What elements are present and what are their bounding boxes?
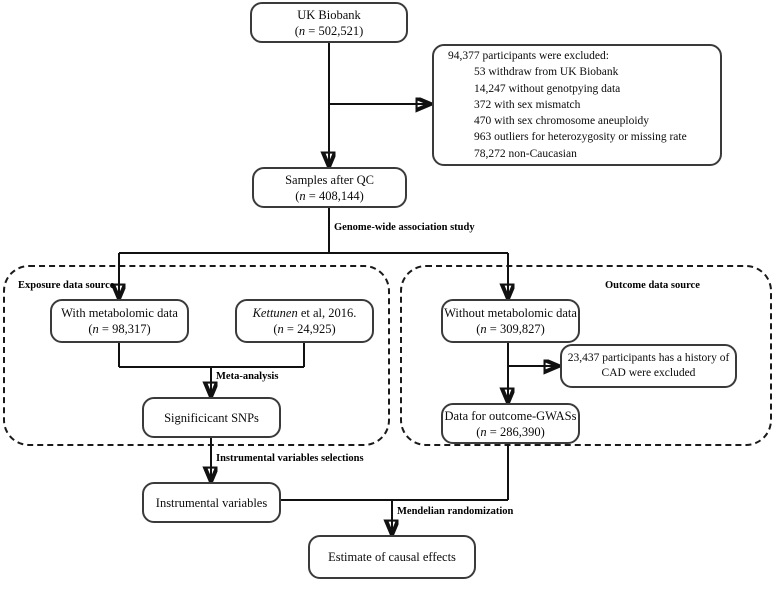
exclusion-line-1: 53 withdraw from UK Biobank [474,66,619,79]
node-instrumental-variables-line1: Instrumental variables [155,495,268,510]
node-outcome-gwas-data[interactable]: Data for outcome-GWASs (n = 286,390) [441,403,580,444]
node-exclusion-criteria[interactable]: 94,377 participants were excluded: 53 wi… [432,44,722,166]
node-without-metabolomic-line2: (n = 309,827) [476,322,545,336]
node-outcome-gwas-line1: Data for outcome-GWASs [444,408,577,423]
node-with-metabolomic-data[interactable]: With metabolomic data (n = 98,317) [50,299,189,343]
exclusion-line-6: 78,272 non-Caucasian [474,147,577,160]
node-cad-excluded-line1: 23,437 participants has a history of [567,352,730,365]
node-estimate-causal-line1: Estimate of causal effects [328,550,456,564]
node-kettunen-line2: (n = 24,925) [273,322,336,336]
node-with-metabolomic-line2: (n = 98,317) [88,322,151,336]
exclusion-line-5: 963 outliers for heterozygosity or missi… [474,131,687,144]
node-samples-after-qc[interactable]: Samples after QC (n = 408,144) [252,167,407,208]
outcome-region-label: Outcome data source [605,280,700,291]
node-significant-snps[interactable]: Significicant SNPs [142,397,281,438]
node-cad-excluded-line2: CAD were excluded [601,367,696,379]
exclusion-line-0: 94,377 participants were excluded: [448,49,609,62]
edge-label-meta-analysis: Meta-analysis [216,371,279,382]
node-significant-snps-line1: Significicant SNPs [164,410,259,425]
node-kettunen-2016[interactable]: Kettunen et al, 2016. (n = 24,925) [235,299,374,343]
node-cad-excluded[interactable]: 23,437 participants has a history of CAD… [560,344,737,388]
exclusion-line-2: 14,247 without genotpying data [474,82,621,95]
node-outcome-gwas-line2: (n = 286,390) [476,424,545,439]
node-samples-after-qc-line2: (n = 408,144) [295,188,364,203]
edge-label-iv-selection: Instrumental variables selections [216,453,364,464]
node-kettunen-line1: Kettunen et al, 2016. [252,306,357,320]
edge-label-gwas: Genome-wide association study [334,222,475,233]
exclusion-line-4: 470 with sex chromosome aneuploidy [474,115,650,128]
node-with-metabolomic-line1: With metabolomic data [61,306,178,320]
exposure-data-source-region [3,265,390,446]
node-uk-biobank-line2: (n = 502,521) [294,23,364,38]
node-without-metabolomic-data[interactable]: Without metabolomic data (n = 309,827) [441,299,580,343]
edge-label-mendelian-randomization: Mendelian randomization [397,506,514,517]
node-instrumental-variables[interactable]: Instrumental variables [142,482,281,523]
node-uk-biobank-line1: UK Biobank [297,7,361,22]
exposure-region-label: Exposure data source [18,280,115,291]
exclusion-line-3: 372 with sex mismatch [474,98,581,111]
node-estimate-causal-effects[interactable]: Estimate of causal effects [308,535,476,579]
outcome-data-source-region [400,265,772,446]
node-samples-after-qc-line1: Samples after QC [285,172,374,187]
node-uk-biobank[interactable]: UK Biobank (n = 502,521) [250,2,408,43]
node-without-metabolomic-line1: Without metabolomic data [444,306,577,320]
